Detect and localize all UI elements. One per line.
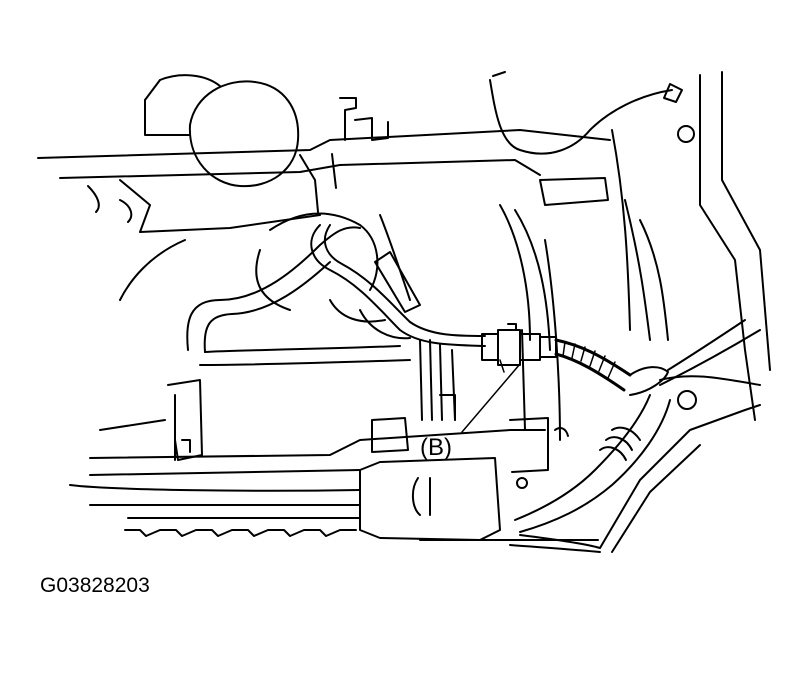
figure-code: G03828203 bbox=[40, 574, 150, 597]
sensor-lead-wire bbox=[310, 224, 486, 347]
lower-frame-rail bbox=[69, 404, 761, 553]
cylinder-component bbox=[144, 74, 300, 188]
braided-harness bbox=[554, 319, 761, 396]
center-pipe-assembly bbox=[186, 204, 561, 441]
connector-b bbox=[481, 323, 557, 366]
left-bracket bbox=[99, 239, 203, 461]
top-cable bbox=[489, 71, 683, 155]
center-mount-block bbox=[359, 329, 569, 541]
callout-leader-line bbox=[461, 363, 521, 433]
lower-right-hose bbox=[514, 394, 671, 533]
upper-rail-bracket bbox=[37, 97, 611, 233]
callout-b-label: (B) bbox=[420, 434, 452, 461]
right-body-panel bbox=[611, 71, 771, 421]
callout-leader-tick bbox=[499, 359, 505, 373]
